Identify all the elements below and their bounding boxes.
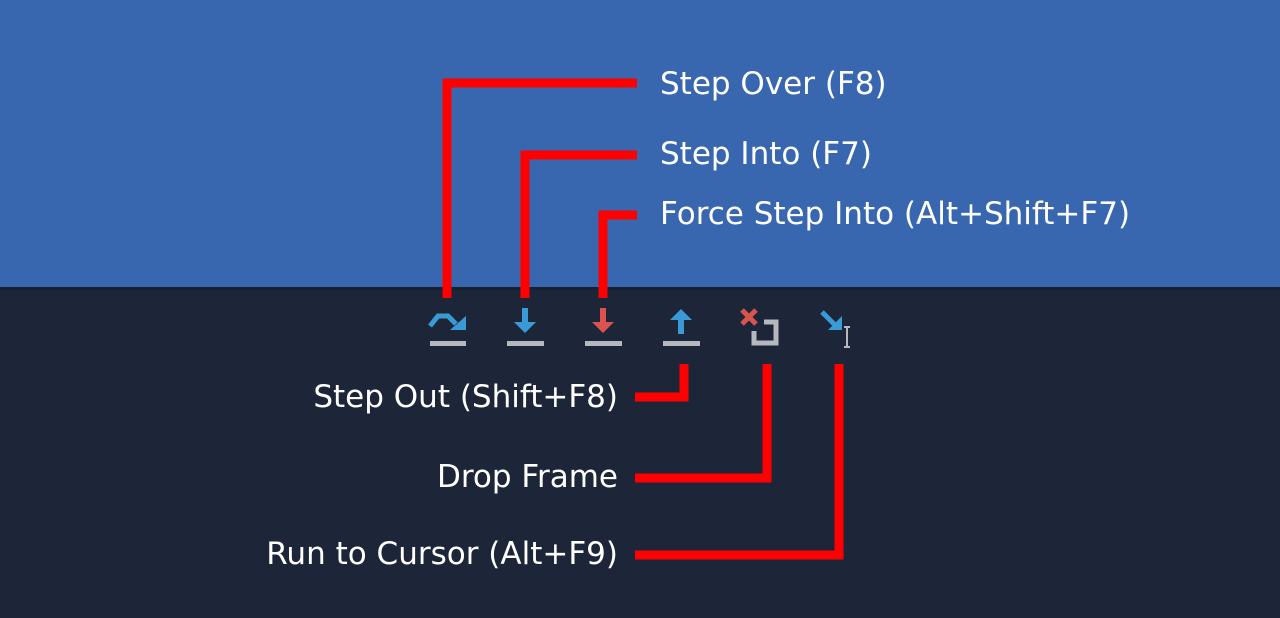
drop-frame-button[interactable] [740, 300, 800, 358]
step-out-icon [663, 309, 700, 346]
step-into-label: Step Into (F7) [660, 136, 872, 172]
run-to-cursor-label: Run to Cursor (Alt+F9) [266, 536, 618, 572]
run-to-cursor-button[interactable] [818, 300, 878, 358]
toolbar-top-edge [0, 287, 1280, 290]
step-into-icon [507, 308, 544, 346]
step-over-label: Step Over (F8) [660, 66, 887, 102]
force-step-into-icon [585, 308, 622, 346]
drop-frame-label: Drop Frame [436, 459, 618, 495]
step-over-icon [428, 313, 466, 346]
step-over-button[interactable] [428, 300, 488, 358]
drop-frame-icon [740, 308, 779, 346]
force-step-into-label: Force Step Into (Alt+Shift+F7) [660, 196, 1131, 232]
run-to-cursor-icon [820, 310, 850, 348]
force-step-into-button[interactable] [584, 300, 644, 358]
step-into-button[interactable] [506, 300, 566, 358]
step-out-label: Step Out (Shift+F8) [313, 379, 618, 415]
debug-stepping-toolbar [420, 300, 880, 358]
top-background [0, 0, 1280, 287]
step-out-button[interactable] [662, 300, 722, 358]
